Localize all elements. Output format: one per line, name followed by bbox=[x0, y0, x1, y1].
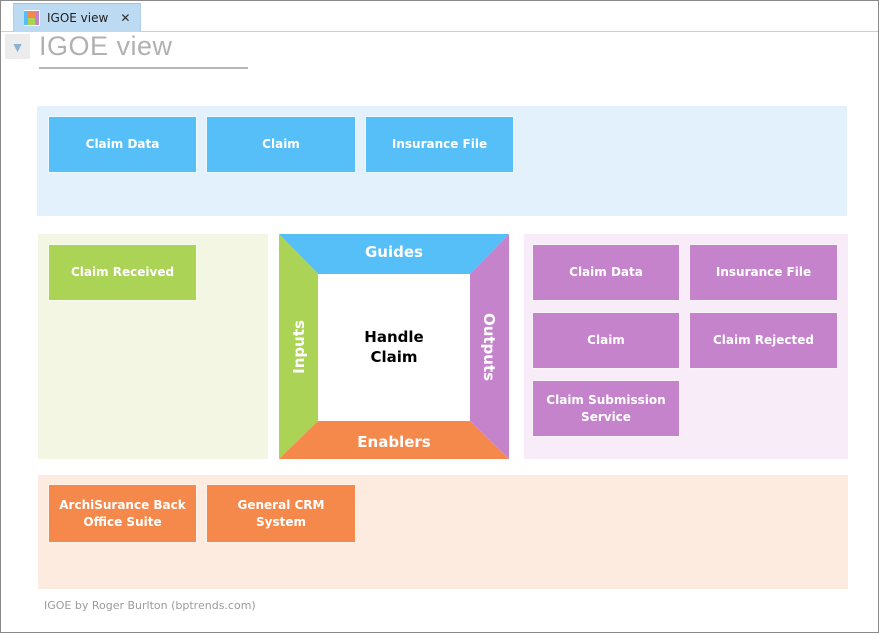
object-claim-submission-service[interactable]: Claim Submission Service bbox=[532, 380, 680, 437]
object-claim-rejected[interactable]: Claim Rejected bbox=[689, 312, 838, 369]
enablers-label: Enablers bbox=[357, 433, 431, 451]
guides-trapezoid[interactable] bbox=[279, 234, 509, 274]
triangle-down-icon: ▼ bbox=[10, 38, 25, 55]
guides-pool[interactable]: Claim Data Claim Insurance File bbox=[37, 106, 847, 216]
object-archisurance-back-office-suite[interactable]: ArchiSurance Back Office Suite bbox=[48, 484, 197, 543]
outputs-pool[interactable]: Claim Data Insurance File Claim Claim Re… bbox=[524, 234, 848, 459]
igoe-frame: Guides Inputs Outputs Enablers Handle Cl… bbox=[279, 234, 509, 459]
collapse-button[interactable]: ▼ bbox=[5, 34, 30, 59]
outputs-label: Outputs bbox=[480, 312, 498, 381]
outputs-trapezoid[interactable] bbox=[470, 234, 509, 459]
object-claim-received[interactable]: Claim Received bbox=[48, 244, 197, 301]
guides-label: Guides bbox=[365, 243, 423, 261]
object-claim-data-guide[interactable]: Claim Data bbox=[48, 116, 197, 173]
inputs-label: Inputs bbox=[290, 319, 308, 374]
object-claim-guide[interactable]: Claim bbox=[206, 116, 356, 173]
process-handle-claim[interactable]: Handle Claim bbox=[364, 327, 424, 366]
tab-igoe-view[interactable]: IGOE view ✕ bbox=[13, 3, 142, 32]
close-icon[interactable]: ✕ bbox=[120, 11, 131, 25]
object-insurance-file-output[interactable]: Insurance File bbox=[689, 244, 838, 301]
enablers-trapezoid[interactable] bbox=[279, 421, 509, 459]
object-claim-data-output[interactable]: Claim Data bbox=[532, 244, 680, 301]
enablers-pool[interactable]: ArchiSurance Back Office Suite General C… bbox=[38, 475, 848, 589]
igoe-view-icon bbox=[24, 10, 40, 26]
tab-bar: IGOE view ✕ bbox=[1, 1, 878, 32]
title-underline bbox=[39, 67, 248, 69]
process-square[interactable] bbox=[318, 274, 470, 421]
object-insurance-file-guide[interactable]: Insurance File bbox=[365, 116, 514, 173]
object-general-crm-system[interactable]: General CRM System bbox=[206, 484, 356, 543]
tab-title: IGOE view bbox=[47, 11, 109, 25]
inputs-trapezoid[interactable] bbox=[279, 234, 318, 459]
page-title: IGOE view bbox=[39, 31, 173, 61]
diagram-credit: IGOE by Roger Burlton (bptrends.com) bbox=[44, 599, 256, 612]
inputs-pool[interactable]: Claim Received bbox=[38, 234, 268, 459]
object-claim-output[interactable]: Claim bbox=[532, 312, 680, 369]
